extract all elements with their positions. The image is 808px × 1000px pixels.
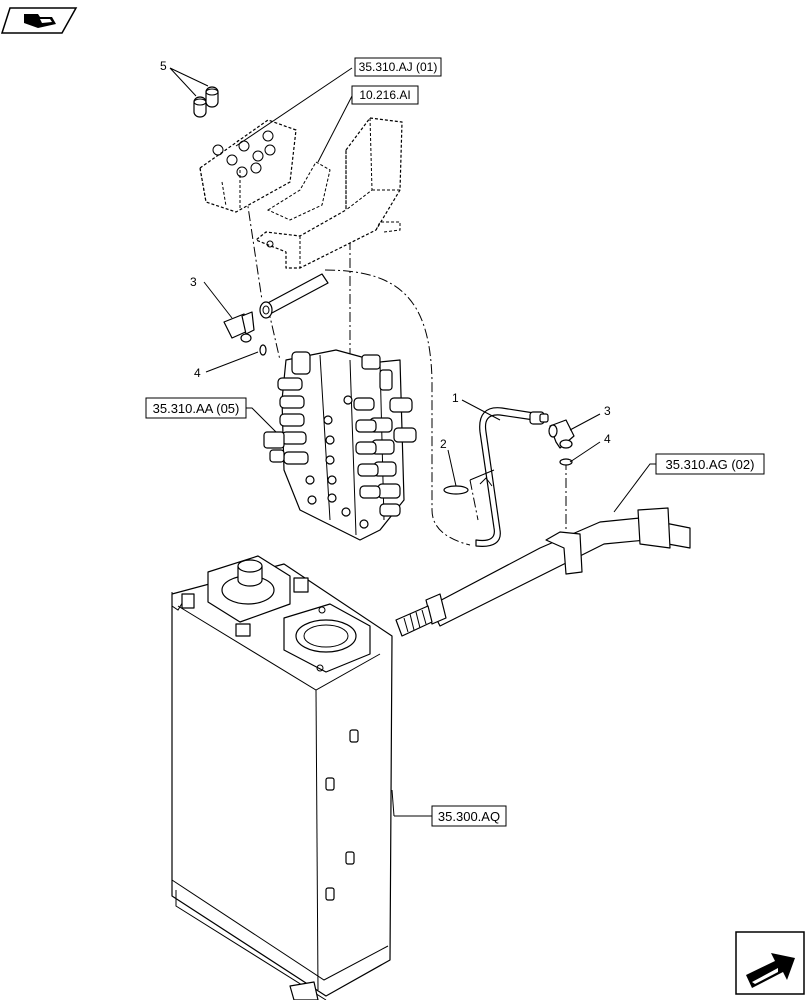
ref-box-35-300-aq[interactable]: 35.300.AQ: [431, 805, 507, 827]
callout-3-left: 3: [190, 275, 197, 289]
callout-4-right: 4: [604, 432, 611, 446]
svg-text:35.310.AG (02): 35.310.AG (02): [666, 457, 755, 472]
callout-3-right: 3: [604, 404, 611, 418]
svg-text:35.310.AA (05): 35.310.AA (05): [153, 401, 240, 416]
valve-block-top: [199, 119, 331, 221]
svg-text:35.310.AJ (01): 35.310.AJ (01): [359, 60, 438, 74]
pipe-segment: [259, 273, 329, 319]
mounting-bracket: [255, 117, 403, 269]
ref-box-10-216-ai[interactable]: 10.216.AI: [351, 85, 419, 105]
hydraulic-tank: [171, 555, 393, 1000]
svg-text:35.300.AQ: 35.300.AQ: [438, 809, 500, 824]
hydraulic-hose: [475, 407, 549, 547]
svg-text:10.216.AI: 10.216.AI: [359, 88, 410, 102]
spool-ends: [263, 377, 417, 517]
book-navigation-icon[interactable]: [0, 7, 78, 34]
callout-1: 1: [452, 391, 459, 405]
ref-box-35-310-aa-05[interactable]: 35.310.AA (05): [145, 397, 247, 419]
callout-5: 5: [160, 59, 167, 73]
next-page-arrow-icon[interactable]: [735, 931, 805, 995]
ref-box-35-310-aj-01[interactable]: 35.310.AJ (01): [354, 57, 442, 77]
hose-clamp: [443, 469, 495, 495]
callout-2: 2: [440, 437, 447, 451]
o-ring-right: [559, 458, 573, 466]
cap-part-5: [193, 86, 219, 118]
valve-ports: [305, 395, 369, 529]
ref-box-35-310-ag-02[interactable]: 35.310.AG (02): [655, 453, 765, 475]
elbow-fitting-right: [548, 419, 575, 449]
callout-4-left: 4: [194, 366, 201, 380]
tank-side-fittings: [325, 729, 359, 901]
o-ring-left: [259, 344, 267, 356]
elbow-fitting-left: [223, 311, 255, 343]
return-pipe: [395, 507, 691, 637]
control-valve-assembly: [263, 349, 417, 541]
